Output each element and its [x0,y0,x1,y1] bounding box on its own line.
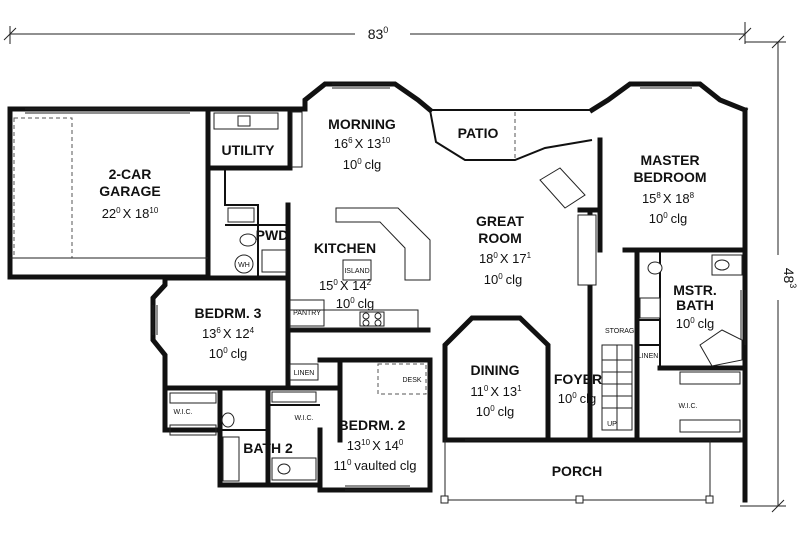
patio-label: PATIO [458,125,499,141]
master-name-1: MASTER [640,152,699,168]
storage-label: STORAGE [605,328,639,335]
bath2-tub [222,436,240,482]
bed2-name: BEDRM. 2 [339,417,406,433]
garage-door-outline [13,117,73,259]
kitchen-counter [335,207,431,281]
desk [377,363,427,395]
depth-dimension: 483 [740,35,798,513]
pwd-sink [261,249,287,273]
kitchen-island [342,259,372,281]
utility-sink [237,115,251,127]
pantry-label: PANTRY [293,310,321,317]
bath2-label: BATH 2 [243,440,293,456]
pwd-closet [227,207,255,223]
great-name-2: ROOM [478,230,522,246]
master-toilet [647,261,663,275]
kitchen-range [359,311,385,327]
width-label: 830 [368,25,389,42]
master-name-2: BEDROOM [633,169,706,185]
master-shower [639,297,661,319]
dining-name: DINING [471,362,520,378]
master-tub [699,329,743,367]
garage-name-1: 2-CAR [109,166,152,182]
stairs: UP [601,344,633,431]
bath2-toilet [221,412,235,428]
great-name-1: GREAT [476,213,524,229]
pwd-toilet [239,233,257,247]
master-wic-shelf [679,371,741,385]
porch-label: PORCH [552,463,603,479]
water-heater [234,254,254,274]
morning-name: MORNING [328,116,396,132]
pwd-label: PWD [256,227,289,243]
utility-shelf [291,111,303,168]
island-label: ISLAND [344,268,369,275]
wh-label: WH [238,262,250,269]
wic-mid-label: W.I.C. [294,415,313,422]
bath2-vanity [271,457,317,481]
wic-left-shelf [169,392,217,404]
kitchen-name: KITCHEN [314,240,376,256]
bed3-name: BEDRM. 3 [195,305,262,321]
linen-hall-label: LINEN [294,370,315,377]
great-room-builtin [577,214,597,286]
depth-label: 483 [781,268,798,289]
wic-left-label: W.I.C. [173,409,192,416]
windows [25,83,746,491]
pantry [289,299,325,327]
porch: PORCH [440,440,714,504]
stairs-up-label: UP [607,421,617,428]
fireplace [539,167,586,209]
wic-master-label: W.I.C. [678,403,697,410]
garage-name-2: GARAGE [99,183,160,199]
mbath-name-1: MSTR. [673,282,717,298]
foyer-name: FOYER [554,371,602,387]
linen-master-label: LINEN [638,353,659,360]
hall-linen [289,363,319,381]
mbath-name-2: BATH [676,297,714,313]
wic-mid-shelf [271,391,317,403]
width-dimension: 830 [3,22,752,44]
utility-label: UTILITY [222,142,276,158]
desk-label: DESK [402,377,421,384]
